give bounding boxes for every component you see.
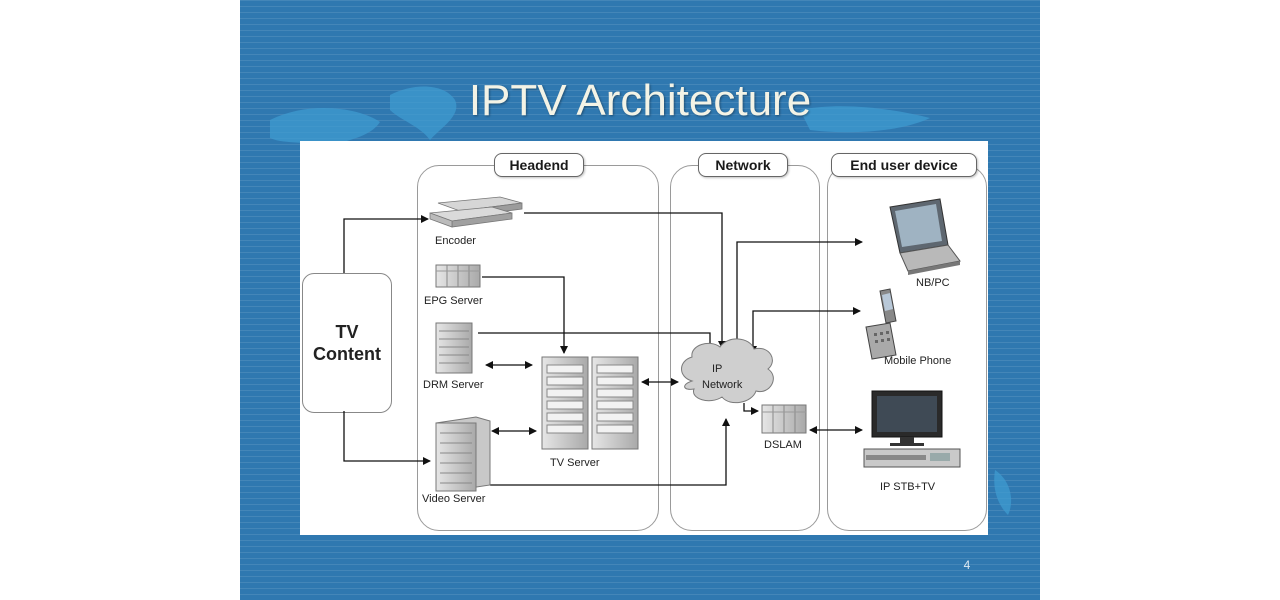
content-to-encoder-arrow [343,215,429,273]
drm-server-label: DRM Server [423,379,484,391]
tv-stb-icon [863,390,961,468]
slide-title: IPTV Architecture [468,76,812,125]
content-to-video-server-arrow [343,411,431,465]
encoder-icon [429,196,523,228]
network-pc-arrow [733,238,863,352]
tv-content-line1: TV [335,322,359,342]
epg-server-icon [435,264,481,288]
network-label: Network [698,153,788,177]
ip-network-label-line2: Network [702,379,743,391]
tv-content-line2: Content [313,344,381,364]
tv-content-box: TV Content [302,273,392,413]
laptop-icon [889,198,961,275]
drm-to-network-arrow [478,332,714,352]
page-number: 4 [963,558,971,572]
ip-network-cloud-icon [681,338,774,404]
nb-pc-label: NB/PC [916,277,950,289]
video-server-label: Video Server [422,493,486,505]
encoder-label: Encoder [435,235,476,247]
epg-server-label: EPG Server [424,295,483,307]
iptv-diagram: Headend Network End user device TV Conte… [300,141,988,535]
world-map-decoration [270,86,1012,515]
network-to-dslam-arrow [743,403,759,415]
diagram-graphics [343,196,961,492]
network-phone-arrow [749,307,861,354]
video-server-icon [435,416,491,492]
dslam-label: DSLAM [764,439,802,451]
end-user-label: End user device [831,153,977,177]
tv-server-label: TV Server [550,457,600,469]
mobile-phone-label: Mobile Phone [884,355,952,367]
headend-label: Headend [494,153,584,177]
dslam-icon [761,404,807,434]
epg-to-tv-server-arrow [482,276,568,354]
ip-stb-tv-label: IP STB+TV [880,481,936,493]
tv-server-icon [541,356,639,450]
mobile-phone-icon [865,288,897,360]
video-to-network-arrow [490,418,730,486]
drm-server-icon [435,322,473,374]
encoder-to-network-arrow [524,212,726,349]
ip-network-label-line1: IP [712,363,723,375]
